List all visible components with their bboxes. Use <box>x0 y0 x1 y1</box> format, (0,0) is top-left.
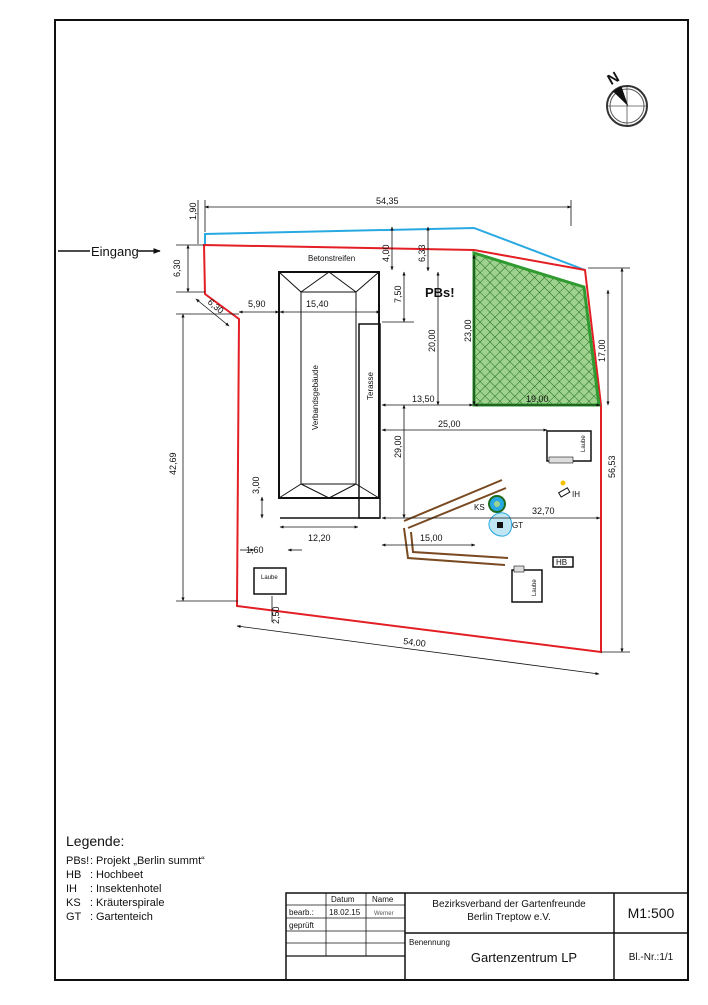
garden-path <box>403 479 509 566</box>
legend-sep: : <box>90 911 93 923</box>
legend-sep: : <box>90 883 93 895</box>
arbor-bottom-right: Laube <box>511 565 543 603</box>
tb-edited-name: Werner <box>374 911 394 917</box>
raised-bed-label: HB <box>556 558 567 567</box>
dim-width-15: 15,00 <box>420 533 443 543</box>
dim-right-height: 56,53 <box>607 455 617 478</box>
tb-org-line1: Bezirksverband der Gartenfreunde <box>432 899 586 910</box>
tb-org-line2: Berlin Treptow e.V. <box>467 912 551 923</box>
tb-sheet-no: Bl.-Nr.:1/1 <box>629 952 674 963</box>
terrace-label: Terasse <box>366 371 375 400</box>
arbor-left: Laube <box>253 567 287 595</box>
association-building: Verbandsgebäude <box>278 271 380 499</box>
legend-code: PBs! <box>66 855 89 867</box>
entrance-label: Eingang <box>91 244 139 259</box>
title-block <box>285 892 689 981</box>
tb-edited-date: 18.02.15 <box>329 908 361 917</box>
dim-entrance-depth: 6,30 <box>172 259 182 277</box>
dim-right-top-offset: 6,33 <box>417 244 427 262</box>
tb-designation: Gartenzentrum LP <box>471 950 577 965</box>
dim-width-12-20: 12,20 <box>308 533 331 543</box>
tb-scale: M1:500 <box>628 905 675 921</box>
legend-code: HB <box>66 869 81 881</box>
dim-top-width: 54,35 <box>376 196 399 206</box>
legend-code: GT <box>66 911 82 923</box>
dim-building-width: 15,40 <box>306 299 329 309</box>
dim-vertical-29: 29,00 <box>393 435 403 458</box>
insect-hotel-icon <box>557 480 571 498</box>
legend-text: Insektenhotel <box>96 883 161 895</box>
legend-title: Legende: <box>66 833 124 849</box>
tb-row-checked: geprüft <box>289 921 315 930</box>
legend-sep: : <box>90 855 93 867</box>
dim-diagonal: 6,30 <box>206 297 226 316</box>
legend-sep: : <box>90 897 93 909</box>
legend-sep: : <box>90 869 93 881</box>
dim-width-13-50: 13,50 <box>412 394 435 404</box>
legend-text: Kräuterspirale <box>96 897 164 909</box>
tb-col-date: Datum <box>331 895 355 904</box>
pond-label: GT <box>512 521 523 530</box>
dim-vertical-20: 20,00 <box>427 329 437 352</box>
insect-hotel-label: IH <box>572 490 580 499</box>
terrace: Terasse <box>280 323 381 519</box>
legend-code: KS <box>66 897 81 909</box>
arbor-label: Laube <box>581 435 587 452</box>
blue-boundary-line <box>204 226 586 271</box>
dim-width-19: 19,00 <box>526 394 549 404</box>
tb-designation-label: Benennung <box>409 938 450 947</box>
arbor-label: Laube <box>532 579 538 596</box>
dim-bottom-width: 54,00 <box>403 636 427 649</box>
tb-col-name: Name <box>372 895 394 904</box>
arbor-label: Laube <box>261 575 278 581</box>
arbor-top-right: Laube <box>546 430 592 464</box>
legend-text: Projekt „Berlin summt“ <box>96 855 205 867</box>
dim-strip-depth: 4,00 <box>381 244 391 262</box>
dim-width-32-70: 32,70 <box>532 506 555 516</box>
dim-bottom-offset: 2,50 <box>271 606 281 624</box>
legend: Legende: PBs! : Projekt „Berlin summt“ H… <box>66 833 205 923</box>
legend-text: Hochbeet <box>96 869 143 881</box>
dim-left-height: 42,69 <box>168 452 178 475</box>
project-area-label: PBs! <box>425 285 455 300</box>
north-compass-icon: N <box>605 69 648 127</box>
dim-offset-1-60: 1,60 <box>246 545 264 555</box>
legend-text: Gartenteich <box>96 911 153 923</box>
dim-width-25: 25,00 <box>438 419 461 429</box>
dim-vertical-23: 23,00 <box>463 319 473 342</box>
dim-top-offset: 1,90 <box>188 202 198 220</box>
north-label: N <box>605 69 623 89</box>
concrete-strip-label: Betonstreifen <box>308 254 355 263</box>
herb-spiral-icon <box>488 495 506 513</box>
dim-terrace-offset: 7,50 <box>393 285 403 303</box>
sheet-frame <box>54 19 689 981</box>
dim-building-offset: 3,00 <box>251 476 261 494</box>
herb-spiral-label: KS <box>474 503 485 512</box>
raised-bed-icon <box>552 556 574 568</box>
tb-row-edited: bearb.: <box>289 908 314 917</box>
project-area-pbs <box>472 250 601 407</box>
dim-right-17: 17,00 <box>597 339 607 362</box>
legend-code: IH <box>66 883 77 895</box>
dim-left-gap: 5,90 <box>248 299 266 309</box>
building-label: Verbandsgebäude <box>311 365 320 431</box>
